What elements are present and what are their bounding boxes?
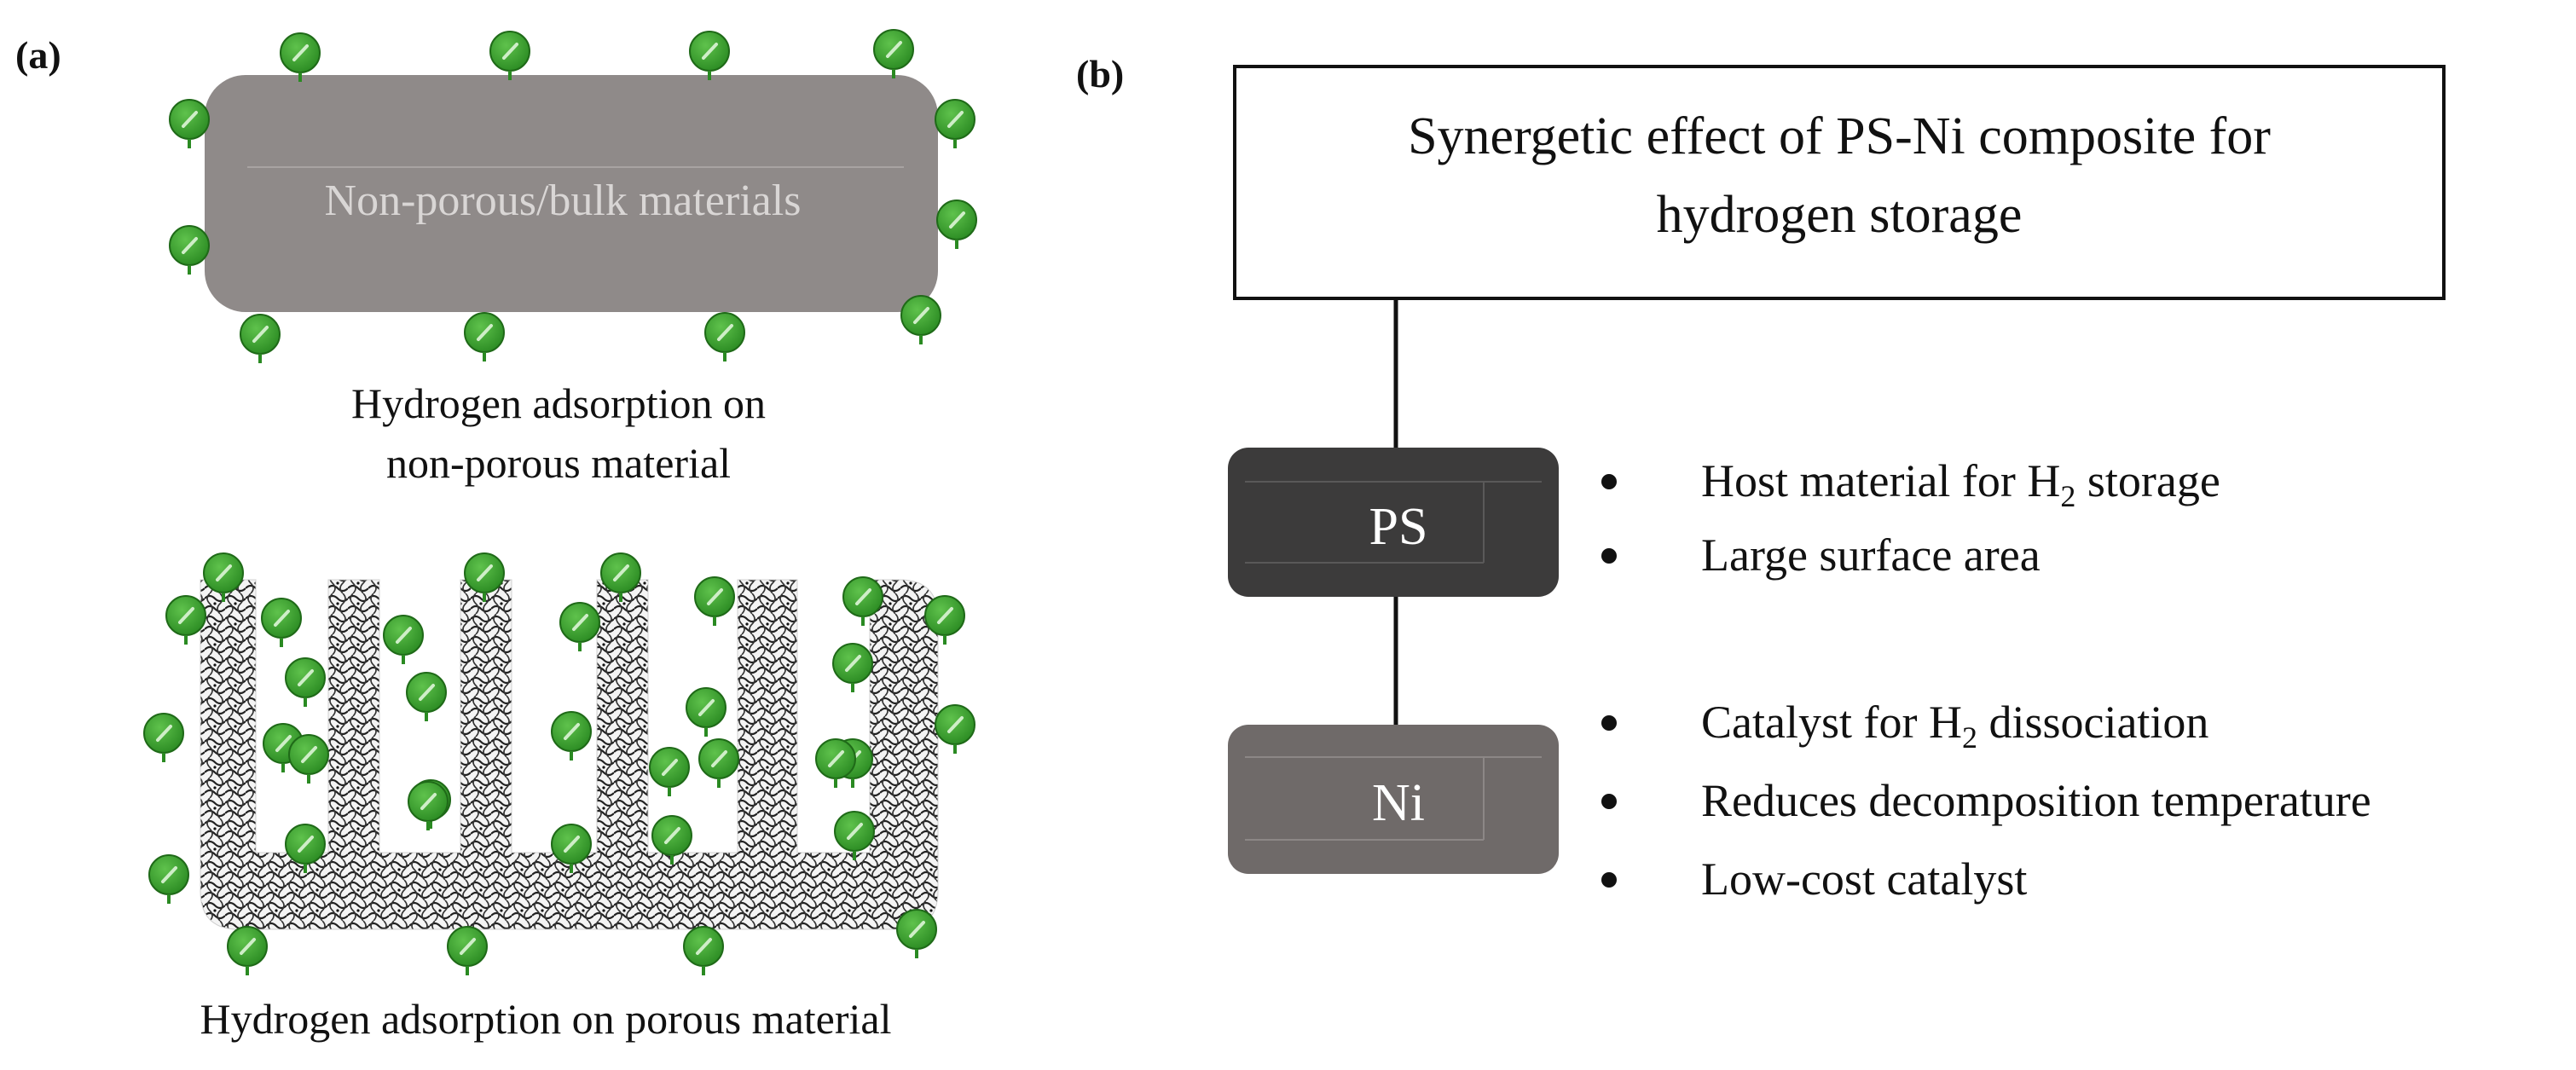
hydrogen-molecule-icon <box>935 99 975 148</box>
ps-bullet-1: Host material for H2 storage <box>1701 455 2220 513</box>
bullet-dot-icon <box>1601 715 1617 731</box>
bullet-dot-icon <box>1601 872 1617 888</box>
hydrogen-molecule-icon <box>464 552 505 602</box>
hydrogen-molecule-icon <box>689 31 730 80</box>
hydrogen-molecules-nonporous <box>169 29 977 363</box>
hydrogen-molecule-icon <box>489 31 530 80</box>
bullet-dot-icon <box>1601 794 1617 809</box>
hydrogen-molecule-icon <box>900 295 941 344</box>
hydrogen-molecule-icon <box>935 704 975 754</box>
panel-a-label: (a) <box>15 33 61 77</box>
hydrogen-molecule-icon <box>651 815 692 865</box>
hydrogen-molecules-porous <box>143 552 975 975</box>
hydrogen-molecule-icon <box>559 602 600 651</box>
caption-nonporous-line1: Hydrogen adsorption on <box>351 379 766 427</box>
panel-b-label: (b) <box>1076 52 1124 95</box>
ps-bullet-2: Large surface area <box>1701 529 2041 581</box>
hydrogen-molecule-icon <box>227 926 268 975</box>
hydrogen-molecule-icon <box>873 29 914 78</box>
hydrogen-molecule-icon <box>261 598 302 647</box>
hydrogen-molecule-icon <box>551 824 592 873</box>
hydrogen-molecule-icon <box>832 643 873 692</box>
hydrogen-molecule-icon <box>288 734 329 784</box>
hydrogen-molecule-icon <box>203 552 244 602</box>
hydrogen-molecule-icon <box>285 824 326 873</box>
hydrogen-molecule-icon <box>408 781 449 830</box>
hydrogen-molecule-icon <box>649 747 690 796</box>
bullet-dot-icon <box>1601 548 1617 564</box>
hydrogen-molecule-icon <box>815 738 856 788</box>
hydrogen-molecule-icon <box>704 312 745 361</box>
hydrogen-molecule-icon <box>551 711 592 761</box>
hydrogen-molecule-icon <box>834 811 875 860</box>
hydrogen-molecule-icon <box>143 713 184 762</box>
hydrogen-molecule-icon <box>165 595 206 645</box>
hydrogen-molecule-icon <box>686 687 726 737</box>
bullet-dot-icon <box>1601 474 1617 489</box>
ni-bullet-list: Catalyst for H2 dissociation Reduces dec… <box>1601 697 2371 905</box>
hydrogen-molecule-icon <box>169 225 210 275</box>
ni-bullet-1: Catalyst for H2 dissociation <box>1701 697 2208 755</box>
hydrogen-molecule-icon <box>924 595 965 645</box>
ps-bullet-list: Host material for H2 storage Large surfa… <box>1601 455 2220 581</box>
hydrogen-molecule-icon <box>240 314 281 363</box>
hydrogen-molecule-icon <box>280 32 321 82</box>
caption-porous: Hydrogen adsorption on porous material <box>200 995 892 1043</box>
nonporous-material-block: Non-porous/bulk materials <box>205 75 938 312</box>
hydrogen-molecule-icon <box>383 615 424 664</box>
hydrogen-molecule-icon <box>896 909 937 958</box>
hydrogen-molecule-icon <box>447 926 488 975</box>
hydrogen-molecule-icon <box>406 672 447 721</box>
ni-bullet-3: Low-cost catalyst <box>1701 853 2027 905</box>
ps-box: PS <box>1228 448 1559 597</box>
caption-nonporous-line2: non-porous material <box>386 439 731 487</box>
hydrogen-molecule-icon <box>464 312 505 361</box>
hydrogen-molecule-icon <box>683 926 724 975</box>
hydrogen-molecule-icon <box>600 552 641 602</box>
ni-bullet-2: Reduces decomposition temperature <box>1701 775 2371 826</box>
ps-label: PS <box>1369 498 1428 556</box>
bulk-block-label: Non-porous/bulk materials <box>325 176 802 225</box>
hydrogen-molecule-icon <box>842 576 883 626</box>
hydrogen-molecule-icon <box>148 854 189 904</box>
ni-box: Ni <box>1228 725 1559 874</box>
title-line1: Synergetic effect of PS-Ni composite for <box>1408 107 2271 165</box>
hydrogen-molecule-icon <box>285 657 326 707</box>
hydrogen-molecule-icon <box>694 576 735 626</box>
title-line2: hydrogen storage <box>1657 186 2023 244</box>
hydrogen-molecule-icon <box>698 738 739 788</box>
ni-label: Ni <box>1372 774 1425 832</box>
hydrogen-molecule-icon <box>936 200 977 249</box>
title-box: Synergetic effect of PS-Ni composite for… <box>1233 65 2446 300</box>
hydrogen-molecule-icon <box>169 99 210 148</box>
